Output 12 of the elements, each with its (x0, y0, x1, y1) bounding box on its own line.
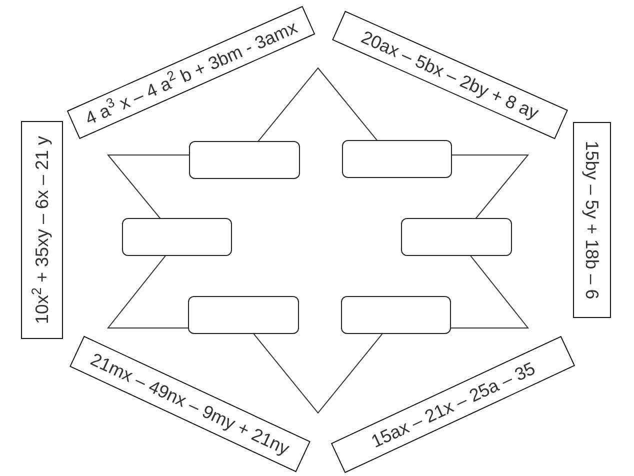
expression-text: 15by – 5y + 18b – 6 (583, 140, 601, 300)
expression-box (21, 121, 63, 339)
answer-box (342, 140, 452, 178)
expression-box (573, 122, 611, 318)
answer-box (401, 218, 512, 256)
answer-box (122, 218, 232, 256)
expression-text: 15ax – 21x – 25a – 35 (368, 358, 538, 450)
expression-text: 21mx – 49nx – 9my + 21ny (88, 350, 292, 458)
answer-box (188, 296, 299, 334)
expression-text: 20ax – 5bx – 2by + 8 ay (358, 28, 542, 122)
answer-box (189, 141, 300, 179)
answer-box (341, 296, 451, 334)
